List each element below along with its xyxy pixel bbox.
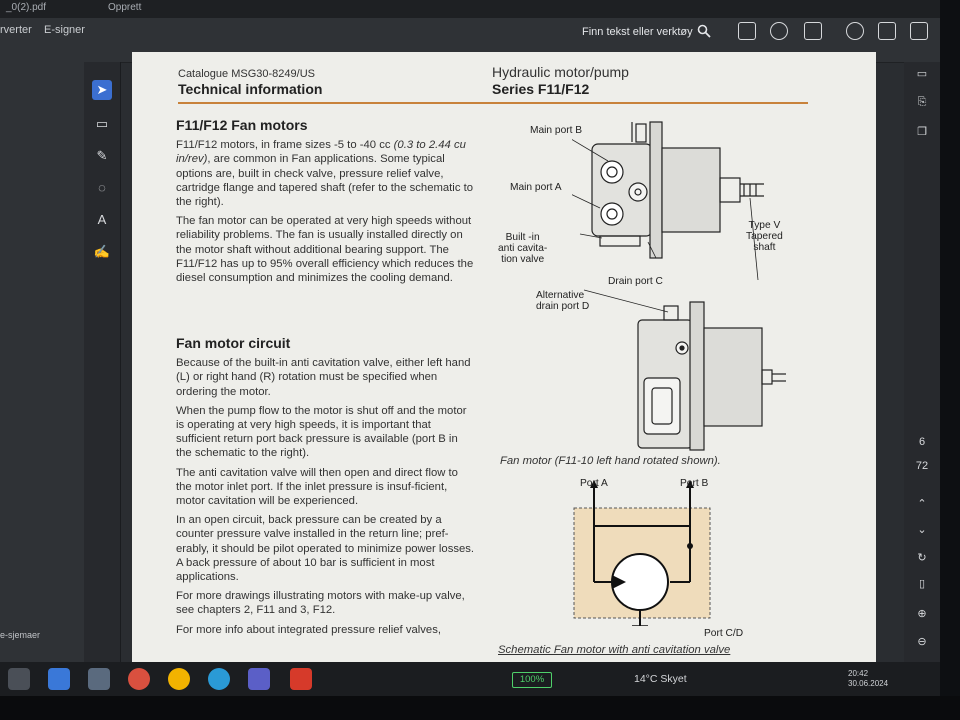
circuit-paragraph-5: For more drawings illustrating motors wi… (176, 590, 465, 617)
edge-icon[interactable] (208, 668, 230, 690)
system-clock[interactable]: 20:42 30.06.2024 (848, 669, 888, 689)
product-title: Hydraulic motor/pump (492, 64, 629, 80)
circuit-paragraph-1: Because of the built-in anti cavitation … (176, 357, 471, 398)
comment-panel-icon[interactable]: ▭ (916, 68, 928, 80)
fan-motors-paragraph-1: F11/F12 motors, in frame sizes -5 to -40… (176, 139, 474, 209)
link-icon[interactable] (846, 22, 864, 40)
left-panel-text: e-sjemaer (0, 630, 41, 640)
page-count: 72 (915, 460, 929, 472)
teams-icon[interactable] (248, 668, 270, 690)
page-export-icon[interactable]: ⎘ (917, 96, 927, 108)
scroll-up-icon[interactable]: ⌃ (917, 498, 927, 510)
left-panel: e-sjemaer pegen (0, 62, 84, 662)
tab-document[interactable]: _0(2).pdf (6, 2, 47, 13)
label-main-port-a: Main port A (510, 182, 562, 193)
clock-time: 20:42 (848, 669, 869, 678)
header-rule (178, 102, 808, 104)
fan-motors-paragraph-2: The fan motor can be operated at very hi… (176, 215, 474, 285)
tab-strip: _0(2).pdf Opprett (0, 0, 940, 18)
fan-motors-section: F11/F12 Fan motors F11/F12 motors, in fr… (176, 118, 476, 290)
file-explorer-icon[interactable] (88, 668, 110, 690)
circuit-paragraph-3: The anti cavitation valve will then open… (176, 466, 458, 508)
page-header-left: Catalogue MSG30-8249/US Technical inform… (178, 68, 322, 97)
taskbar-app-icon[interactable] (8, 668, 30, 690)
print-icon[interactable] (804, 22, 822, 40)
series-title: Series F11/F12 (492, 81, 590, 97)
circuit-paragraph-2: When the pump flow to the motor is shut … (176, 404, 467, 460)
draw-tool-icon[interactable]: ✎ (96, 148, 108, 163)
circuit-paragraph-6: For more info about integrated pressure … (176, 623, 441, 636)
label-main-port-b: Main port B (530, 125, 583, 136)
menu-esign[interactable]: E-signer (44, 24, 85, 36)
fan-motor-circuit-section: Fan motor circuit Because of the built-i… (176, 336, 476, 642)
select-tool-icon[interactable]: ➤ (92, 80, 112, 100)
app-window: _0(2).pdf Opprett rverter E-signer Finn … (0, 0, 940, 662)
circuit-heading: Fan motor circuit (176, 335, 291, 351)
label-anti-cavitation-valve: Built -in anti cavita- tion valve (498, 232, 548, 265)
text-tool-icon[interactable]: A (97, 212, 107, 227)
pdf-page: Catalogue MSG30-8249/US Technical inform… (132, 52, 876, 662)
label-drain-port-c: Drain port C (608, 276, 663, 287)
search-tools-label[interactable]: Finn tekst eller verktøy (582, 26, 693, 38)
refresh-icon[interactable]: ↻ (917, 552, 927, 564)
catalogue-number: Catalogue MSG30-8249/US (178, 68, 315, 80)
label-port-cd: Port C/D (704, 628, 744, 639)
battery-indicator[interactable]: 100% (512, 672, 552, 688)
cloud-upload-icon[interactable] (770, 22, 788, 40)
zoom-out-icon[interactable]: ⊖ (917, 636, 927, 648)
comment-tool-icon[interactable]: ▭ (95, 116, 109, 131)
scroll-down-icon[interactable]: ⌄ (917, 524, 927, 536)
section-title: Technical information (178, 81, 323, 97)
figure-2-caption: Schematic Fan motor with anti cavitation… (498, 644, 731, 656)
acrobat-icon[interactable] (290, 668, 312, 690)
signature-tool-icon[interactable]: ✍ (93, 244, 111, 259)
pen-icon[interactable] (878, 22, 896, 40)
fan-motor-schematic (573, 480, 711, 626)
weather-status[interactable]: 14°C Skyet (634, 673, 687, 685)
label-tapered-shaft: Type V Tapered shaft (746, 220, 783, 253)
fan-motors-heading: F11/F12 Fan motors (176, 117, 308, 133)
label-port-b: Port B (680, 478, 709, 489)
menu-convert[interactable]: rverter (0, 24, 32, 36)
label-port-a: Port A (580, 478, 608, 489)
office-icon[interactable] (128, 668, 150, 690)
taskbar (0, 662, 940, 696)
page-icon[interactable]: ▯ (918, 578, 926, 590)
windows-icon[interactable] (48, 668, 70, 690)
label-alternative-drain: Alternative drain port D (536, 290, 590, 312)
zoom-in-icon[interactable]: ⊕ (917, 608, 927, 620)
clock-date: 30.06.2024 (848, 679, 889, 688)
monitor-bezel (0, 696, 960, 720)
tab-create[interactable]: Opprett (108, 2, 142, 13)
chrome-icon[interactable] (168, 668, 190, 690)
page-header-right: Hydraulic motor/pump Series F11/F12 (492, 64, 629, 97)
figure-1-caption: Fan motor (F11-10 left hand rotated show… (500, 455, 721, 467)
edit-icon[interactable] (910, 22, 928, 40)
fan-motor-drawing (572, 121, 786, 451)
right-rail: ▭ ⎘ ❐ 6 72 ⌃ ⌄ ↻ ▯ ⊕ ⊖ (904, 62, 940, 662)
save-icon[interactable] (738, 22, 756, 40)
circuit-paragraph-4: In an open circuit, back pressure can be… (176, 514, 475, 584)
lasso-tool-icon[interactable]: ◌ (98, 180, 106, 195)
tool-rail: ➤ ▭ ✎ ◌ A ✍ (84, 62, 121, 662)
copy-icon[interactable]: ❐ (917, 126, 927, 138)
search-icon[interactable] (697, 24, 711, 38)
page-number: 6 (918, 436, 926, 448)
